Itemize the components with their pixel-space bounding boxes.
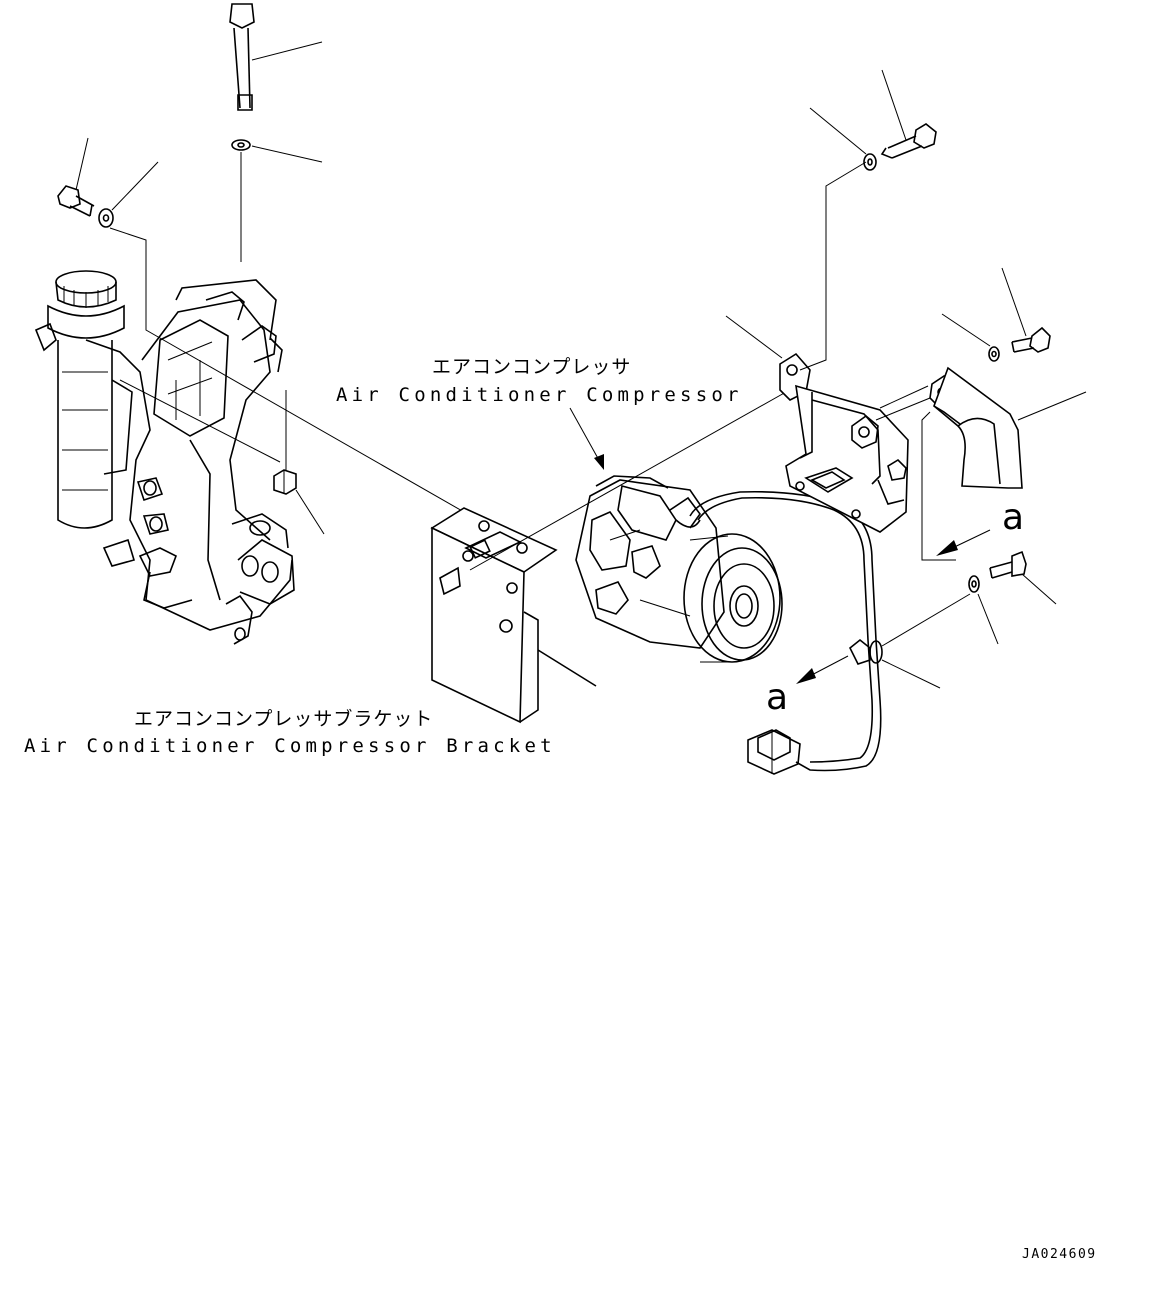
compressor-mount-bracket xyxy=(725,161,931,533)
hex-nut xyxy=(273,390,325,535)
lower-right-bolt xyxy=(989,550,1057,605)
callout-a-upper: a xyxy=(1002,497,1025,538)
cover-bolt xyxy=(1001,267,1051,353)
long-bolt xyxy=(229,3,323,111)
arrow-to-a-upper xyxy=(936,529,991,556)
drawing-code: JA024609 xyxy=(1022,1247,1097,1262)
lower-right-washer xyxy=(968,575,999,645)
engine-reservoir xyxy=(34,270,125,529)
compressor-wire-harness xyxy=(689,490,882,775)
bracket-label-japanese: エアコンコンプレッサブラケット xyxy=(134,708,434,730)
upper-right-washer xyxy=(809,107,877,171)
compressor-body xyxy=(575,475,725,649)
engine-block xyxy=(85,279,295,645)
wire-clamp xyxy=(848,593,971,689)
top-washer xyxy=(231,139,323,262)
compressor-label-leader xyxy=(569,407,604,470)
left-bolt xyxy=(57,137,95,217)
compressor-label-english: Air Conditioner Compressor xyxy=(336,384,743,406)
bracket-label-english: Air Conditioner Compressor Bracket xyxy=(24,735,556,757)
belt-cover xyxy=(921,366,1087,561)
callout-a-lower: a xyxy=(766,677,789,718)
compressor-bracket-plate xyxy=(430,507,597,724)
upper-right-bolt xyxy=(880,69,937,159)
left-washer xyxy=(98,161,465,513)
compressor-label-japanese: エアコンコンプレッサ xyxy=(432,356,632,378)
cover-washer xyxy=(941,313,1000,362)
arrow-to-a-lower xyxy=(796,655,849,684)
compressor-clutch-pulley xyxy=(683,533,783,663)
